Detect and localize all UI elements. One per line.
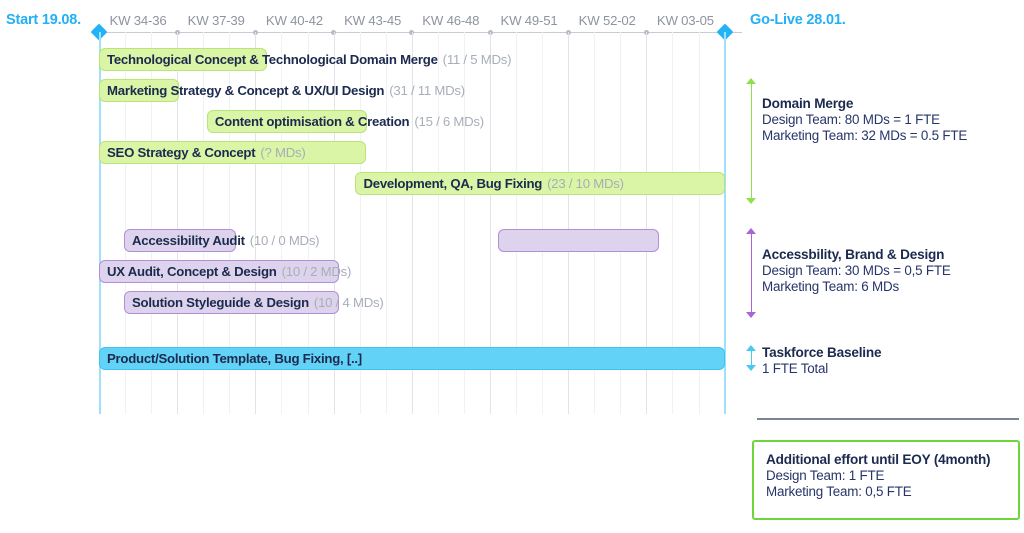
arrow-stem	[751, 83, 753, 199]
gantt-bar[interactable]	[497, 229, 660, 252]
timeline-week-label-0: KW 34-36	[109, 13, 167, 28]
gridline-minor	[385, 32, 387, 414]
gantt-bar[interactable]	[355, 172, 725, 195]
gridline-minor	[542, 32, 544, 414]
legend-span-arrow-1	[746, 228, 757, 318]
timeline-week-label-5: KW 49-51	[500, 13, 558, 28]
gridline-minor	[698, 32, 700, 414]
arrow-stem	[751, 350, 753, 366]
timeline-axis	[99, 32, 742, 33]
chart-grid	[0, 32, 1024, 414]
additional-effort-box: Additional effort until EOY (4month) Des…	[752, 440, 1020, 520]
gridline-minor	[281, 32, 283, 414]
golive-edge-line	[724, 32, 726, 414]
arrow-head-down-icon	[746, 365, 756, 371]
additional-effort-line-0: Design Team: 1 FTE	[766, 468, 885, 483]
start-edge-line	[99, 32, 101, 414]
arrow-head-up-icon	[746, 345, 756, 351]
legend-group-line: Marketing Team: 32 MDs = 0.5 FTE	[762, 128, 968, 143]
arrow-stem	[751, 233, 753, 313]
gridline-major	[411, 32, 413, 414]
legend-group-title: Taskforce Baseline	[762, 345, 882, 360]
gantt-bar[interactable]	[99, 260, 339, 283]
golive-date-label: Go-Live 28.01.	[750, 12, 846, 28]
arrow-head-down-icon	[746, 312, 756, 318]
gridline-minor	[229, 32, 231, 414]
additional-effort-line-1: Marketing Team: 0,5 FTE	[766, 484, 912, 499]
legend-divider	[757, 418, 1019, 420]
gantt-bar[interactable]	[99, 141, 367, 164]
gridline-major	[177, 32, 179, 414]
arrow-head-up-icon	[746, 228, 756, 234]
gridline-minor	[594, 32, 596, 414]
arrow-head-down-icon	[746, 198, 756, 204]
gridline-minor	[672, 32, 674, 414]
legend-span-arrow-0	[746, 78, 757, 204]
legend-group-line: Design Team: 80 MDs = 1 FTE	[762, 112, 940, 127]
gridline-minor	[516, 32, 518, 414]
gridline-minor	[203, 32, 205, 414]
gridline-minor	[307, 32, 309, 414]
gantt-bar[interactable]	[206, 110, 368, 133]
gridline-major	[333, 32, 335, 414]
gridline-minor	[463, 32, 465, 414]
legend-group-line: Marketing Team: 6 MDs	[762, 279, 899, 294]
timeline-week-label-1: KW 37-39	[187, 13, 245, 28]
timeline-week-label-6: KW 52-02	[578, 13, 636, 28]
gridline-major	[646, 32, 648, 414]
gridline-major	[568, 32, 570, 414]
arrow-head-up-icon	[746, 78, 756, 84]
gridline-minor	[620, 32, 622, 414]
start-date-label: Start 19.08.	[6, 12, 81, 28]
gantt-bar[interactable]	[99, 48, 268, 71]
timeline-week-label-7: KW 03-05	[656, 13, 714, 28]
gridline-minor	[359, 32, 361, 414]
legend-span-arrow-2	[746, 345, 757, 371]
gridline-minor	[125, 32, 127, 414]
gantt-bar[interactable]	[124, 291, 339, 314]
gantt-bar[interactable]	[99, 79, 180, 102]
timeline-week-label-2: KW 40-42	[265, 13, 323, 28]
gridline-minor	[151, 32, 153, 414]
gantt-bar[interactable]	[124, 229, 237, 252]
gridline-major	[255, 32, 257, 414]
gantt-bar[interactable]	[99, 347, 725, 370]
timeline-week-label-3: KW 43-45	[344, 13, 402, 28]
legend-group-line: Design Team: 30 MDs = 0,5 FTE	[762, 263, 951, 278]
additional-effort-title: Additional effort until EOY (4month)	[766, 452, 991, 467]
gridline-major	[490, 32, 491, 414]
legend-group-title: Accessbility, Brand & Design	[762, 247, 945, 262]
legend-group-title: Domain Merge	[762, 96, 854, 111]
timeline-week-label-4: KW 46-48	[422, 13, 480, 28]
legend-group-line: 1 FTE Total	[762, 361, 829, 376]
gridline-minor	[437, 32, 439, 414]
